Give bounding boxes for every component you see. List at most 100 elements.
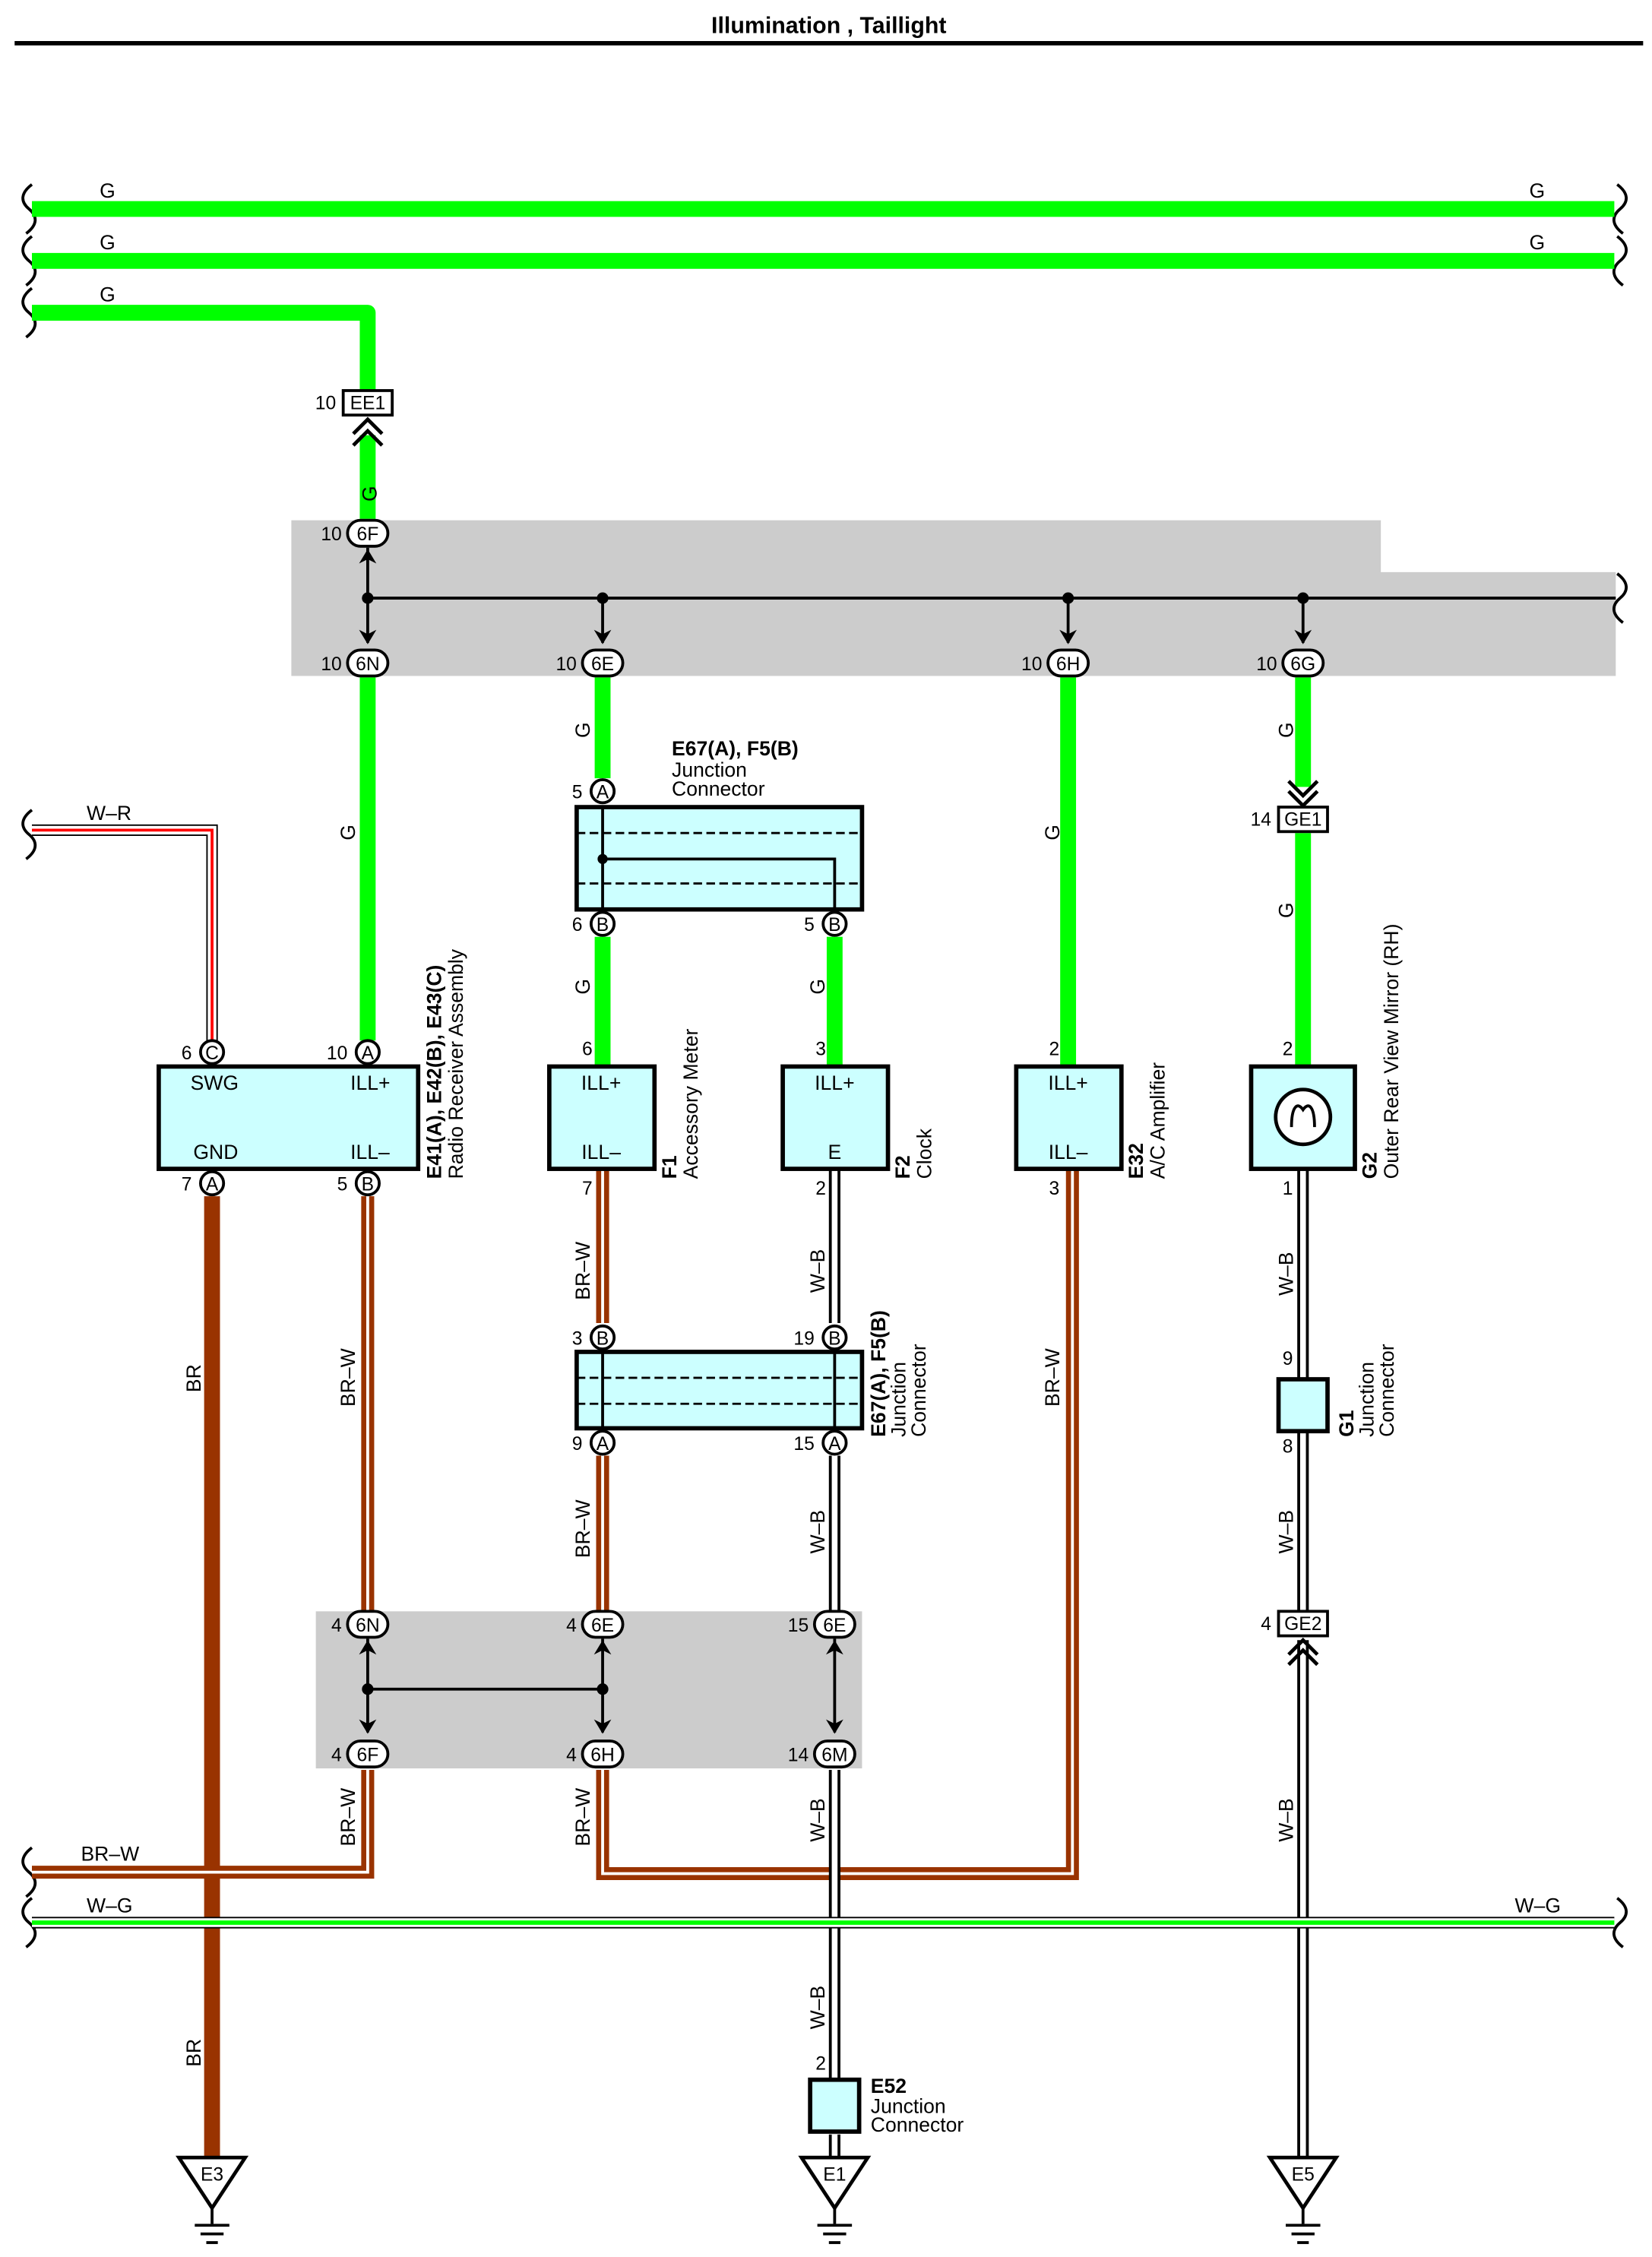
jb-connector-6h-top: 6H 10 [1021, 648, 1090, 678]
ground-e1-label: E1 [823, 2164, 846, 2185]
e32-code: E32 [1125, 1143, 1147, 1179]
radio-term-swg: SWG [191, 1072, 239, 1094]
radio-receiver-assembly: SWG ILL+ GND ILL– E41(A), E42(B), E43(C)… [157, 948, 467, 1179]
jb-connector-6m-bottom: 6M 14 [788, 1739, 856, 1769]
e52-code: E52 [871, 2075, 907, 2097]
wire-label-v-g-e32: G [1041, 825, 1064, 840]
f2-pin-bottom: 2 [815, 1179, 826, 1199]
wire-labels-horizontal: G G G G G W–R BR–W W–G W–G [81, 179, 1561, 1917]
jc-mid-pin-a-left-num: 9 [572, 1434, 583, 1455]
wire-label-v-g-radio: G [337, 825, 359, 840]
jb-connector-6e-top-pin: 10 [555, 654, 576, 675]
junction-connector-top-code: E67(A), F5(B) [672, 737, 799, 760]
jb-connector-6e-bottom-left-pin: 4 [566, 1616, 577, 1636]
jb-connector-6e-top: 6E 10 [555, 648, 625, 678]
wire-label-w-g-left: W–G [87, 1895, 132, 1917]
wire-label-v-br-w-radio: BR–W [337, 1348, 359, 1407]
jc-top-pin-b-left-letter: B [597, 915, 609, 935]
g1-pin-top: 9 [1283, 1349, 1293, 1369]
jb-connector-6f-bottom-label: 6F [357, 1746, 379, 1766]
jc-top-pin-b-right-num: 5 [804, 915, 815, 935]
jb-connector-6e-bottom-left: 6E 4 [566, 1610, 625, 1639]
e32-term-top: ILL+ [1048, 1072, 1087, 1094]
wire-label-v-w-b-e52: W–B [806, 1986, 829, 2030]
e32-name: A/C Amplifier [1147, 1062, 1169, 1179]
connector-ge1-pin: 14 [1251, 810, 1271, 831]
connector-ge2-label: GE2 [1284, 1614, 1321, 1635]
e52-name-1: Junction [871, 2094, 946, 2117]
ground-e1: E1 [798, 2155, 872, 2244]
wire-label-v-g-g2: G [1274, 902, 1297, 918]
wire-label-v-w-b-jc: W–B [806, 1510, 829, 1554]
connector-ge1: GE1 14 [1251, 780, 1329, 834]
jc-top-pin-a-num: 5 [572, 783, 583, 803]
f2-term-top: ILL+ [815, 1072, 854, 1094]
jb-connector-6e-bottom-right-label: 6E [823, 1616, 846, 1636]
wire-break-marks [21, 183, 1628, 1948]
e52-name-2: Connector [871, 2113, 964, 2136]
wire-label-v-g-f1: G [571, 979, 594, 995]
g2-name: Outer Rear View Mirror (RH) [1380, 924, 1403, 1179]
jb-connector-6f-top-pin: 10 [321, 524, 341, 545]
jc-top-pin-b-left-num: 6 [572, 915, 583, 935]
radio-pin-b-bot-num: 5 [337, 1175, 348, 1195]
jc-top-pin-b-right-letter: B [828, 915, 840, 935]
f2-code: F2 [891, 1155, 914, 1179]
junction-connector-top-name-2: Connector [672, 777, 765, 800]
junction-connector-middle-name-2: Connector [907, 1344, 930, 1437]
jb-connector-6h-bottom-label: 6H [590, 1746, 615, 1766]
radio-pin-c-num: 6 [182, 1043, 192, 1064]
jb-connector-6e-bottom-right: 6E 15 [788, 1610, 856, 1639]
jb-connector-6h-top-pin: 10 [1021, 654, 1042, 675]
jc-mid-pin-a-right-letter: A [828, 1434, 841, 1455]
f2-pin-top: 3 [815, 1039, 826, 1059]
radio-term-ill-plus: ILL+ [350, 1072, 390, 1094]
wire-label-w-g-right: W–G [1515, 1895, 1561, 1917]
junction-connector-middle-name-1: Junction [887, 1362, 910, 1437]
jb-connector-6g-top-pin: 10 [1256, 654, 1277, 675]
green-wires [31, 201, 1615, 1067]
wire-label-v-br-w-f1: BR–W [571, 1242, 594, 1300]
radio-name: Radio Receiver Assembly [445, 948, 467, 1179]
junction-connector-middle: E67(A), F5(B) Junction Connector [574, 1310, 930, 1437]
radio-pin-a-top-num: 10 [327, 1043, 347, 1064]
jb-connector-6m-bottom-pin: 14 [788, 1746, 809, 1766]
jb-connector-6f-bottom-pin: 4 [331, 1746, 342, 1766]
w-r-wire [31, 824, 218, 1041]
jc-mid-pin-a-left-letter: A [597, 1434, 609, 1455]
e32-pin-bottom: 3 [1049, 1179, 1060, 1199]
jb-connector-6h-bottom-pin: 4 [566, 1746, 577, 1766]
jb-connector-6h-bottom: 6H 4 [566, 1739, 625, 1769]
wire-label-v-g-ge1: G [1274, 722, 1297, 738]
f1-pin-bottom: 7 [582, 1179, 593, 1199]
junction-connector-top: E67(A), F5(B) Junction Connector [574, 737, 865, 912]
junction-dots [362, 592, 1309, 1695]
junction-connector-e52: E52 Junction Connector 2 [808, 2053, 964, 2136]
jb-connector-6e-bottom-left-label: 6E [591, 1616, 614, 1636]
g1-pin-bottom: 8 [1283, 1437, 1293, 1458]
jb-connector-6f-top-label: 6F [357, 524, 379, 545]
jb-connector-6n-top: 6N 10 [321, 648, 390, 678]
wire-label-g-4: G [1530, 231, 1546, 254]
wire-label-v-w-b-g1: W–B [1274, 1510, 1297, 1554]
outer-mirror-g2: G2 Outer Rear View Mirror (RH) [1248, 924, 1403, 1179]
wire-label-g-1: G [100, 179, 116, 202]
wire-label-v-br-2: BR [182, 2039, 205, 2067]
radio-pin-a-bot-letter: A [206, 1175, 219, 1195]
junction-connector-g1: G1 Junction Connector 9 8 [1276, 1344, 1398, 1458]
jb-connector-6h-top-label: 6H [1056, 654, 1081, 675]
ground-e3-label: E3 [201, 2164, 223, 2185]
jb-connector-6g-top: 6G 10 [1256, 648, 1325, 678]
ground-e5: E5 [1266, 2155, 1340, 2244]
jb-connector-6n-bottom-label: 6N [356, 1616, 380, 1636]
g2-pin-top: 2 [1283, 1039, 1293, 1059]
f2-term-bottom: E [828, 1141, 842, 1163]
radio-term-ill-minus: ILL– [350, 1141, 390, 1163]
wire-label-g-2: G [1530, 179, 1546, 202]
connector-ee1-label: EE1 [350, 394, 386, 414]
jb-connector-6g-top-label: 6G [1290, 654, 1315, 675]
wire-labels-vertical: G G G G G G G G BR BR BR–W BR–W BR–W BR–… [182, 486, 1298, 2066]
g1-name-2: Connector [1375, 1344, 1398, 1437]
wire-label-g-5: G [100, 283, 116, 305]
